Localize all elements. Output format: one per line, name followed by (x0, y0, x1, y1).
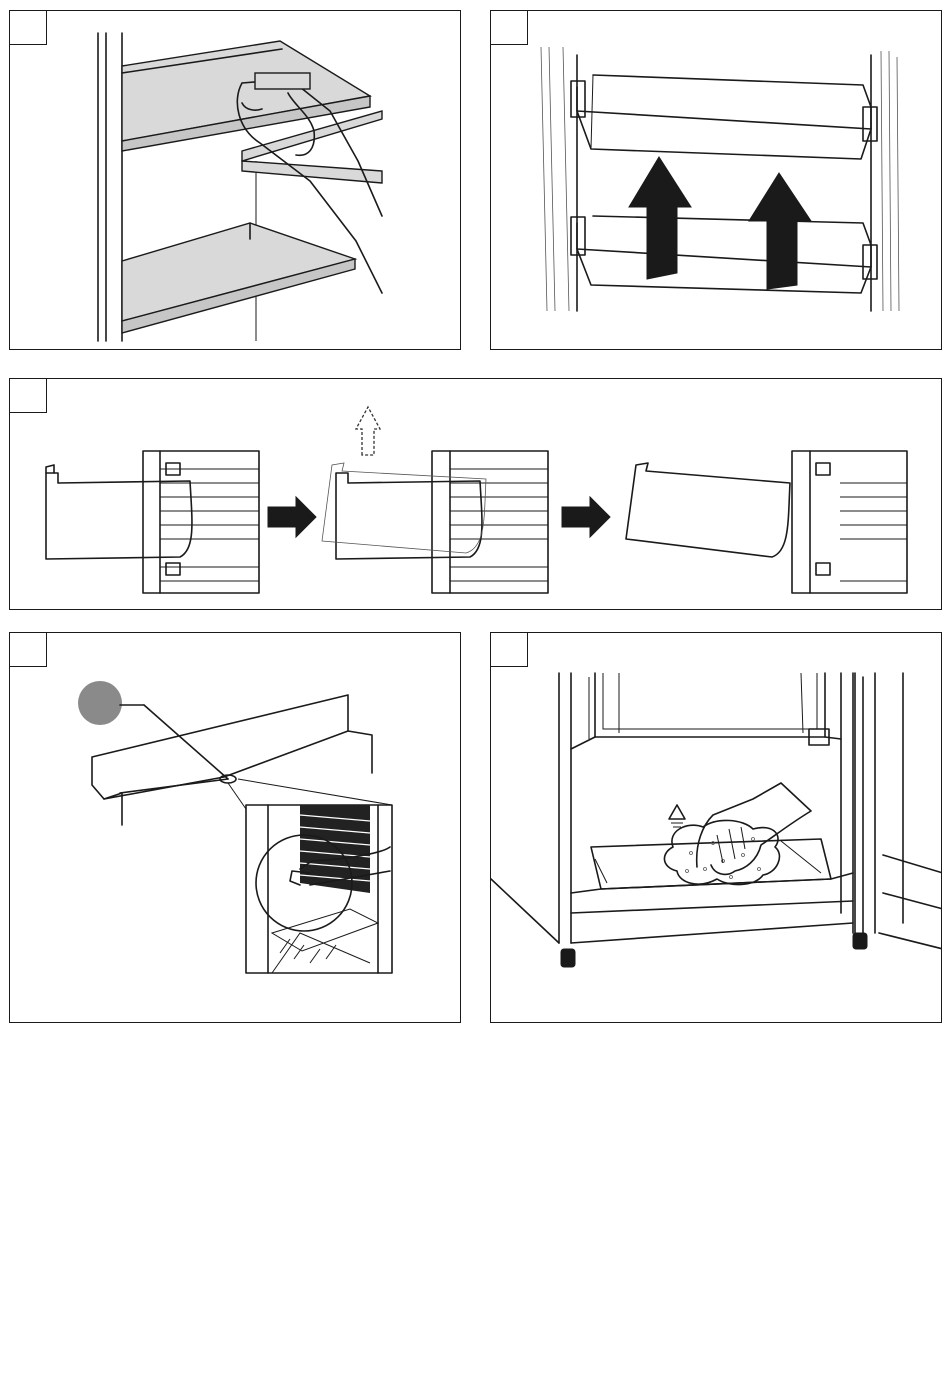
illustration-panel-shelf-removal (9, 10, 461, 350)
position-marker (78, 681, 122, 725)
arrow-right-icon (562, 497, 610, 537)
illustration-panel-drawer-removal (9, 378, 942, 610)
arrow-right-icon (268, 497, 316, 537)
drain-hole-drawing (10, 633, 461, 1023)
arrow-up-icon (749, 173, 811, 289)
stage-3-drawer-removed (626, 451, 907, 593)
shelf-removal-drawing (10, 11, 461, 350)
illustration-panel-wiping-freezer (490, 632, 942, 1023)
stage-1-drawer-in-place (46, 451, 259, 593)
inset-detail (256, 805, 390, 973)
stage-2-drawer-lifted (322, 407, 548, 593)
illustration-panel-door-balconies (490, 10, 942, 350)
wiping-freezer-drawing (491, 633, 942, 1023)
illustration-panel-drain-hole (9, 632, 461, 1023)
drawer-removal-drawing (10, 379, 942, 610)
defrost-icon (669, 805, 685, 819)
door-balconies-drawing (491, 11, 942, 350)
dashed-arrow-up-icon (356, 407, 380, 455)
